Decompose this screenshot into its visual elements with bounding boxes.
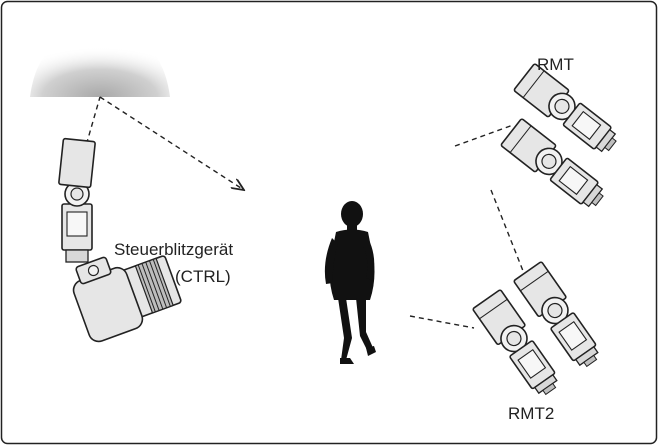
bounce-path-reflect [99, 96, 244, 190]
bounce-light-spot [30, 30, 170, 97]
label-rmt2: RMT2 [508, 404, 555, 423]
label-controller-mode: (CTRL) [175, 267, 231, 286]
label-controller: Steuerblitzgerät [114, 240, 234, 259]
label-rmt: RMT [537, 55, 574, 74]
signal-path-rmt-group [490, 189, 530, 287]
camera-with-flash-icon [58, 137, 182, 343]
signal-path-rmt2 [409, 315, 475, 329]
person-silhouette-icon [324, 201, 376, 364]
signal-path-rmt [454, 124, 514, 147]
